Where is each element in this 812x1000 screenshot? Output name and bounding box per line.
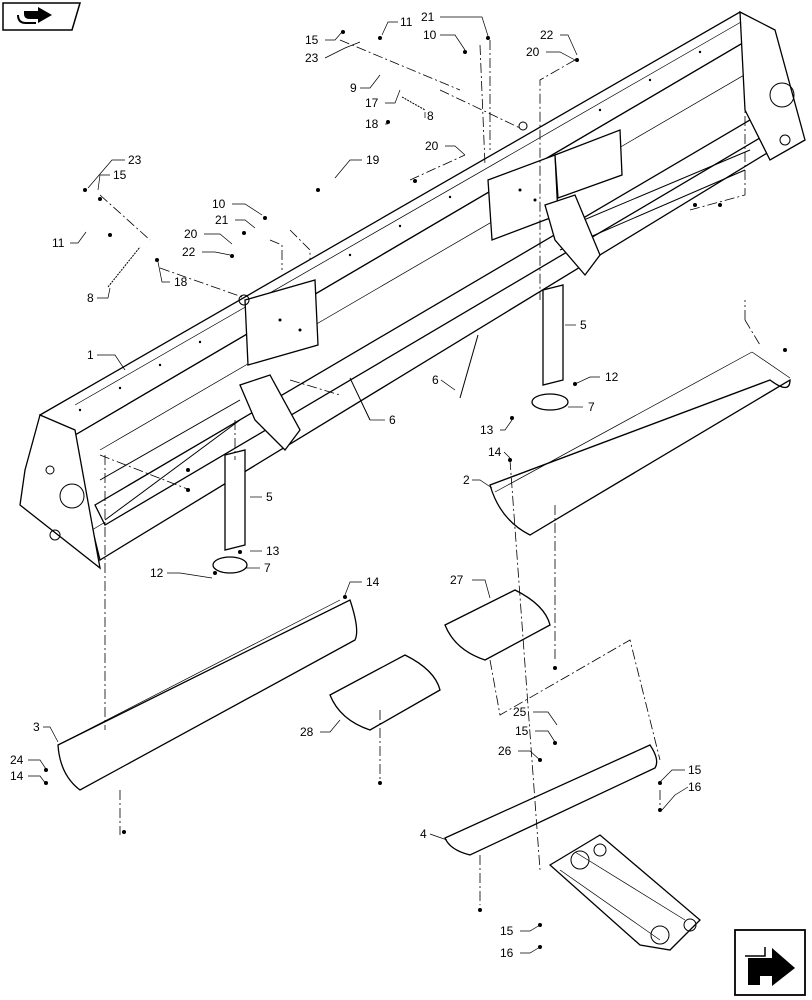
assembly-lines	[99, 39, 761, 905]
callout-7-left: 7	[264, 561, 271, 575]
shield-3	[57, 599, 358, 791]
chain-top	[401, 96, 426, 111]
callout-15-right: 15	[688, 763, 702, 777]
callout-22-right: 22	[540, 28, 554, 42]
stand-left	[212, 449, 248, 574]
callout-25: 25	[513, 705, 527, 719]
callout-8-left: 8	[87, 291, 94, 305]
callout-20-left: 20	[184, 227, 198, 241]
callout-1: 1	[87, 348, 94, 362]
callout-15-center: 15	[515, 724, 529, 738]
callout-5-right: 5	[580, 318, 587, 332]
callout-20-right: 20	[526, 45, 540, 59]
pin-left	[349, 377, 371, 421]
callout-20-middle: 20	[425, 139, 439, 153]
callout-21-left: 21	[215, 213, 229, 227]
callout-12-left: 12	[150, 566, 164, 580]
chain-left	[107, 246, 141, 288]
shield-27	[444, 589, 551, 661]
book-arrow-icon[interactable]	[2, 2, 82, 31]
callout-17: 17	[365, 96, 379, 110]
callout-27: 27	[450, 573, 464, 587]
callout-13-left: 13	[266, 544, 280, 558]
callout-16-right: 16	[688, 780, 702, 794]
callout-22-left: 22	[182, 245, 196, 259]
callout-5-left: 5	[266, 490, 273, 504]
header-frame	[19, 10, 806, 570]
callout-14-right: 14	[488, 445, 502, 459]
callout-8-top: 8	[427, 109, 434, 123]
callout-10-left: 10	[212, 197, 226, 211]
callout-23-top: 23	[305, 51, 319, 65]
callout-6-left: 6	[389, 413, 396, 427]
callout-11-left: 11	[52, 236, 65, 250]
callout-24: 24	[10, 753, 24, 767]
callouts: 1 2 3 4 5 5 6 6 7 7 8 8 9 10	[10, 10, 702, 960]
callout-28: 28	[300, 725, 314, 739]
shield-2	[489, 351, 791, 536]
callout-10-top: 10	[423, 28, 437, 42]
callout-15-bottom: 15	[500, 924, 514, 938]
pin-right	[459, 334, 479, 399]
callout-12-right: 12	[605, 370, 619, 384]
callout-26: 26	[498, 744, 512, 758]
callout-14-left: 14	[10, 769, 24, 783]
callout-6-right: 6	[432, 373, 439, 387]
callout-14-middle: 14	[366, 575, 380, 589]
shield-28	[329, 654, 441, 731]
hardware	[44, 30, 787, 949]
callout-7-right: 7	[588, 400, 595, 414]
callout-16-bottom: 16	[500, 946, 514, 960]
callout-23-left: 23	[128, 153, 142, 167]
next-page-arrow-icon[interactable]	[734, 929, 806, 996]
shield-4	[444, 744, 658, 856]
callout-18-left: 18	[174, 275, 188, 289]
callout-13-right: 13	[480, 423, 494, 437]
stand-right	[531, 284, 569, 411]
callout-18-top: 18	[365, 117, 379, 131]
callout-11-top: 11	[400, 15, 413, 29]
callout-15-left: 15	[113, 168, 127, 182]
callout-2: 2	[463, 473, 470, 487]
callout-21-top: 21	[421, 10, 435, 24]
drive-assembly	[548, 834, 701, 951]
callout-9: 9	[350, 81, 357, 95]
callout-3: 3	[33, 720, 40, 734]
callout-15-top: 15	[305, 33, 319, 47]
callout-4: 4	[420, 827, 427, 841]
callout-19: 19	[366, 153, 380, 167]
